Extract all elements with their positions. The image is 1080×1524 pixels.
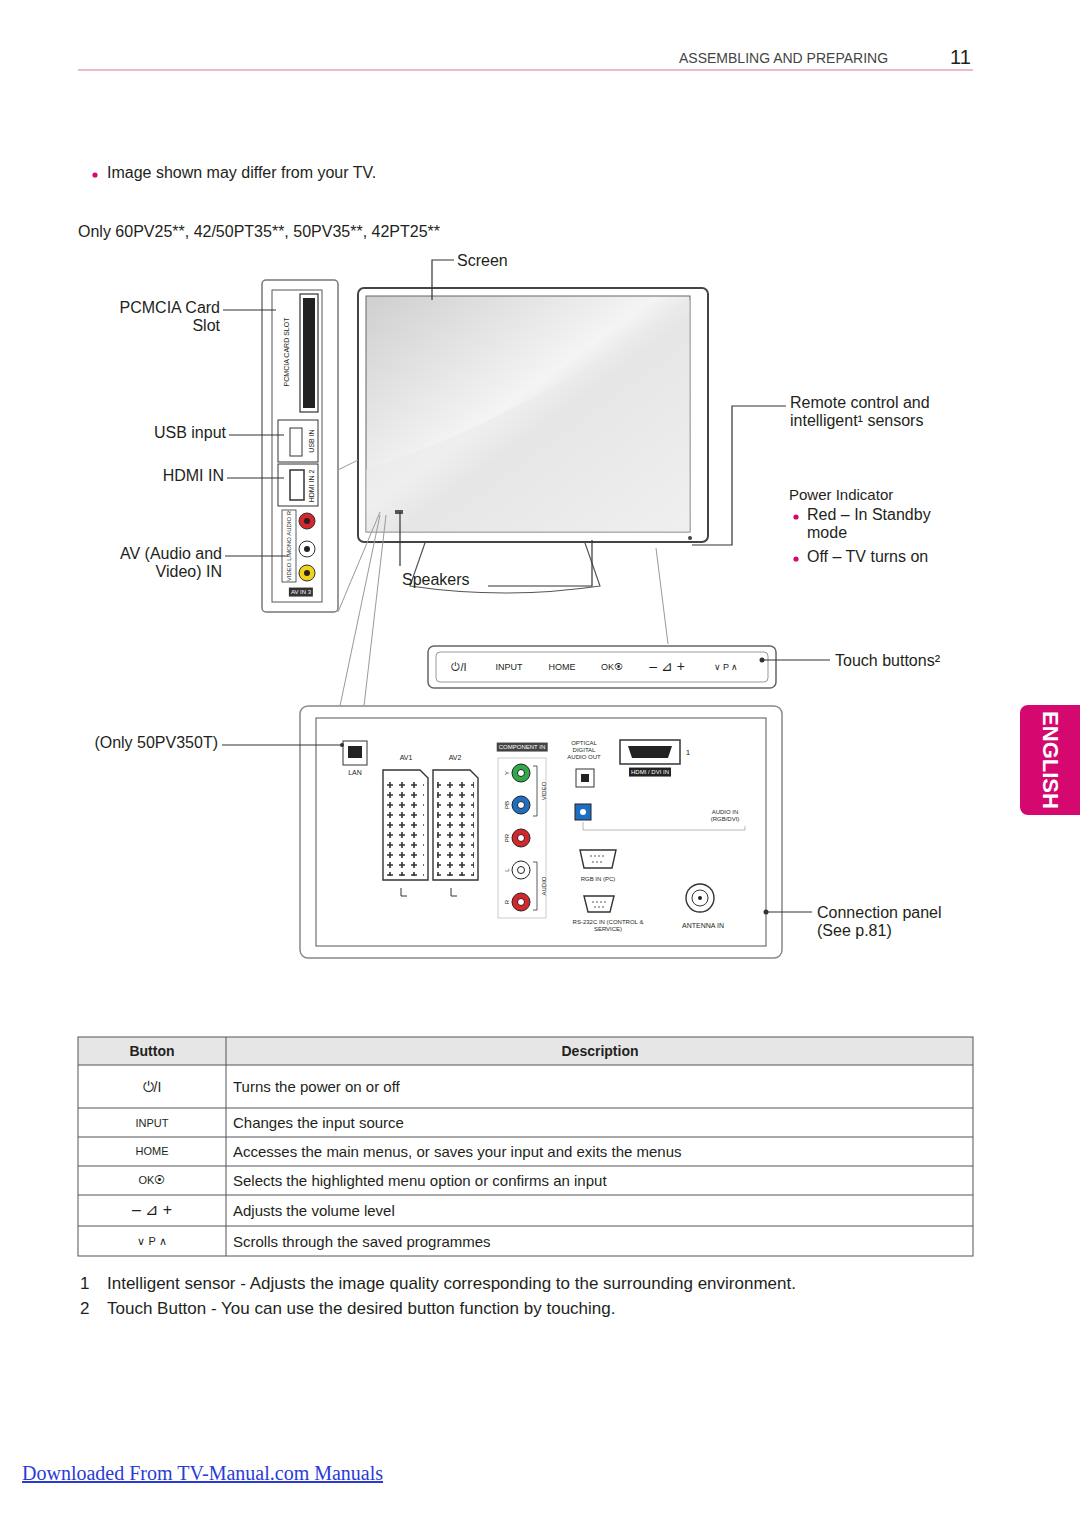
label-text: Touch Button - You can use the desired b… (107, 1299, 615, 1319)
tab-label: ENGLISH (1037, 711, 1063, 809)
label-text: OPTICAL DIGITAL AUDIO OUT (564, 740, 604, 761)
label-text: Y (504, 771, 511, 775)
label-text: ∨ P ∧ (137, 1235, 166, 1248)
label-text: R (504, 900, 511, 904)
label-text: OK⦿ (139, 1174, 166, 1187)
touch-button-strip (428, 646, 776, 688)
label-text: HDMI / DVI IN (629, 768, 671, 777)
label-text: 2 (80, 1299, 89, 1319)
label-text: ANTENNA IN (678, 922, 728, 930)
label-text: Power Indicator (789, 486, 893, 503)
label-text: HOME (136, 1145, 169, 1158)
label-text: Turns the power on or off (233, 1078, 400, 1095)
zoom-lines (338, 460, 668, 706)
label-text: INPUT (136, 1117, 169, 1130)
label-text: Off – TV turns on (807, 548, 928, 566)
label-text: – ⊿ + (132, 1201, 172, 1219)
label-text: AV1 (400, 754, 413, 762)
label-text: 1 (80, 1274, 89, 1294)
label-text: Screen (457, 252, 508, 270)
label-text: PB (504, 801, 511, 809)
label-text: Image shown may differ from your TV. (107, 164, 376, 182)
label-text: LAN (348, 769, 362, 777)
label-text: ⏻/I (451, 661, 466, 674)
label-text: PCMCIA CARD SLOT (283, 318, 291, 387)
label-text: VIDEO L/MONO AUDIO R (286, 511, 293, 581)
side-panel (262, 280, 338, 612)
label-text: AV IN 3 (289, 588, 313, 597)
label-text: Intelligent sensor - Adjusts the image q… (107, 1274, 796, 1294)
label-text: Selects the highlighted menu option or c… (233, 1172, 607, 1189)
header-rule (78, 69, 973, 70)
label-text: (Only 50PV350T) (88, 734, 218, 752)
label-text: HOME (549, 662, 576, 672)
label-text: Accesses the main menus, or saves your i… (233, 1143, 682, 1160)
label-text: Connection panel (See p.81) (817, 904, 977, 941)
label-text: Button (129, 1043, 174, 1059)
leader-lines (222, 260, 830, 912)
connection-panel (300, 706, 782, 958)
label-text: ∨ P ∧ (714, 662, 739, 672)
label-text: HDMI IN 2 (308, 470, 316, 503)
label-text: Adjusts the volume level (233, 1202, 395, 1219)
label-text: USB input (26, 424, 226, 442)
bullet (793, 514, 798, 519)
label-text: VIDEO (541, 782, 548, 801)
label-text: AV2 (449, 754, 462, 762)
label-text: Red – In Standby mode (807, 506, 957, 543)
label-text: – ⊿ + (649, 658, 685, 674)
button-table (78, 1037, 973, 1256)
label-text: Changes the input source (233, 1114, 404, 1131)
bullet (92, 172, 97, 177)
label-text: INPUT (496, 662, 523, 672)
bullet (793, 556, 798, 561)
label-text: RGB IN (PC) (581, 876, 616, 883)
label-text: AUDIO (541, 876, 548, 895)
label-text: Description (561, 1043, 638, 1059)
label-text: 1 (686, 748, 690, 757)
label-text: Speakers (402, 571, 470, 589)
label-text: ⏻/I (143, 1079, 162, 1095)
language-tab: ENGLISH (1020, 705, 1080, 815)
label-text: OK⦿ (601, 662, 623, 672)
label-text: ASSEMBLING AND PREPARING (679, 50, 888, 66)
label-text: COMPONENT IN (497, 743, 548, 752)
label-text: RS-232C IN (CONTROL & SERVICE) (563, 919, 653, 933)
label-text: PCMCIA Card Slot (90, 299, 220, 336)
label-text: L (504, 868, 511, 871)
label-text: Remote control and intelligent¹ sensors (790, 394, 970, 431)
tv-front (358, 288, 708, 593)
label-text: Only 60PV25**, 42/50PT35**, 50PV35**, 42… (78, 223, 440, 241)
label-text: AUDIO IN (RGB/DVI) (700, 809, 750, 823)
label-text: PR (504, 834, 511, 842)
label-text: AV (Audio and Video) IN (82, 545, 222, 582)
label-text: Downloaded From TV-Manual.com Manuals (22, 1462, 383, 1485)
label-text: Touch buttons² (835, 652, 940, 670)
leader-dots (340, 658, 769, 915)
label-text: HDMI IN (24, 467, 224, 485)
label-text: USB IN (308, 429, 316, 452)
label-text: Scrolls through the saved programmes (233, 1233, 491, 1250)
label-text: 11 (950, 46, 971, 69)
